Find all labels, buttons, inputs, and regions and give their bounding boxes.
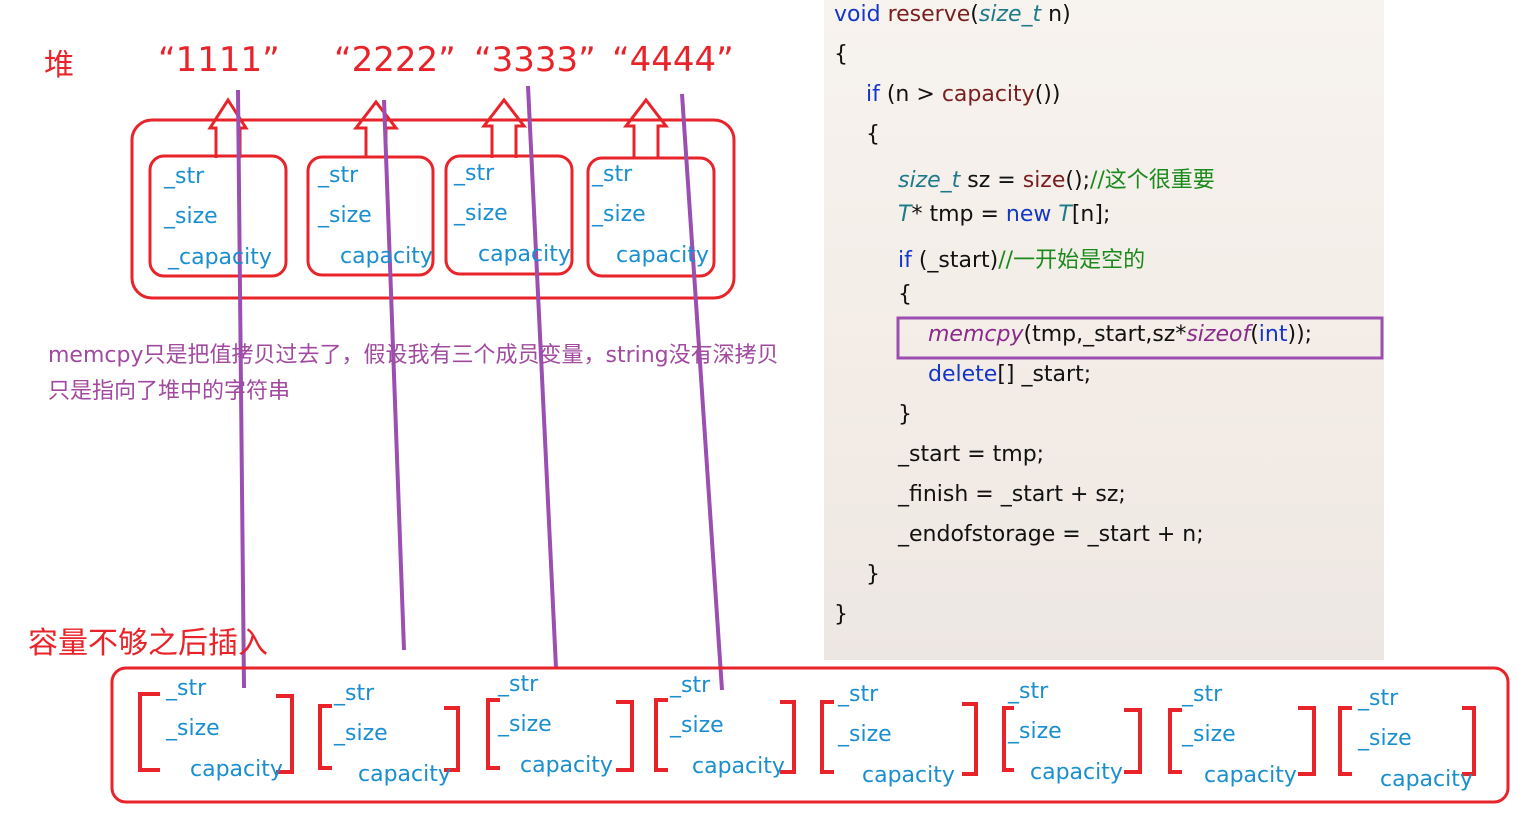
old-object-box bbox=[586, 156, 716, 278]
code-line: _start = tmp; bbox=[898, 442, 1045, 467]
pointer-line bbox=[236, 89, 246, 689]
new-object-bracket bbox=[318, 704, 460, 772]
field-str: _str bbox=[592, 162, 633, 187]
up-arrow bbox=[480, 97, 528, 158]
new-container bbox=[110, 666, 1510, 804]
new-object-bracket bbox=[1002, 706, 1142, 774]
field-capacity: capacity bbox=[520, 753, 613, 778]
heap-string: “4444” bbox=[612, 40, 734, 80]
field-capacity: capacity bbox=[862, 763, 955, 788]
heap-container bbox=[130, 118, 736, 300]
code-line-memcpy: memcpy(tmp,_start,sz*sizeof(int)); bbox=[928, 322, 1313, 347]
code-line: } bbox=[834, 602, 848, 627]
code-line-if-start: if (_start)//一开始是空的 bbox=[898, 248, 1146, 273]
code-panel bbox=[824, 0, 1384, 660]
new-object-brackets bbox=[138, 692, 1476, 776]
code-line-size: size_t sz = size();//这个很重要 bbox=[898, 168, 1215, 193]
insert-label: 容量不够之后插入 bbox=[28, 626, 268, 661]
field-size: _size bbox=[164, 204, 218, 229]
heap-label: 堆 bbox=[44, 48, 74, 83]
memcpy-highlight-box bbox=[896, 316, 1384, 360]
heap-string: “1111” bbox=[158, 40, 280, 80]
memcpy-note: memcpy只是把值拷贝过去了，假设我有三个成员变量，string没有深拷贝 只… bbox=[48, 343, 779, 404]
field-size: _size bbox=[498, 712, 552, 737]
field-capacity: capacity bbox=[190, 757, 283, 782]
field-str: _str bbox=[318, 163, 359, 188]
field-capacity: capacity bbox=[616, 243, 709, 268]
code-line: { bbox=[866, 122, 880, 147]
field-size: _size bbox=[318, 203, 372, 228]
new-object-bracket bbox=[1338, 706, 1476, 776]
pointer-line bbox=[526, 85, 558, 669]
field-size: _size bbox=[334, 721, 388, 746]
field-size: _size bbox=[670, 713, 724, 738]
up-arrow bbox=[207, 97, 249, 158]
old-object-box bbox=[444, 154, 574, 276]
code-line-if: if (n > capacity()) bbox=[866, 82, 1061, 107]
code-line: } bbox=[866, 562, 880, 587]
code-line: } bbox=[898, 402, 912, 427]
up-arrows bbox=[207, 97, 670, 158]
pointer-line bbox=[382, 99, 406, 651]
field-capacity: capacity bbox=[340, 244, 433, 269]
code-line-signature: void reserve(size_t n) bbox=[834, 2, 1071, 27]
field-str: _str bbox=[1008, 679, 1049, 704]
new-object-bracket bbox=[486, 698, 634, 772]
field-size: _size bbox=[166, 716, 220, 741]
field-str: _str bbox=[838, 682, 879, 707]
heap-string: “3333” bbox=[474, 40, 596, 80]
field-size: _size bbox=[1182, 722, 1236, 747]
code-line: { bbox=[898, 282, 912, 307]
up-arrow bbox=[352, 99, 400, 158]
new-object-bracket bbox=[1168, 706, 1316, 776]
heap-string: “2222” bbox=[334, 40, 456, 80]
field-str: _str bbox=[1182, 682, 1223, 707]
code-line: { bbox=[834, 42, 848, 67]
field-size: _size bbox=[838, 722, 892, 747]
field-str: _str bbox=[670, 673, 711, 698]
up-arrow bbox=[622, 97, 670, 158]
field-capacity: capacity bbox=[1380, 767, 1473, 792]
new-object-bracket bbox=[138, 692, 294, 774]
old-object-box bbox=[306, 155, 435, 277]
field-str: _str bbox=[164, 164, 205, 189]
old-object-box bbox=[148, 154, 288, 278]
field-capacity: capacity bbox=[1030, 760, 1123, 785]
field-str: _str bbox=[166, 676, 207, 701]
field-size: _size bbox=[1008, 719, 1062, 744]
field-capacity: capacity bbox=[1204, 763, 1297, 788]
new-object-bracket bbox=[820, 700, 978, 776]
code-line-new: T* tmp = new T[n]; bbox=[898, 202, 1111, 227]
field-str: _str bbox=[334, 681, 375, 706]
field-capacity: capacity bbox=[692, 754, 785, 779]
field-str: _str bbox=[498, 672, 539, 697]
code-line-delete: delete[] _start; bbox=[928, 362, 1092, 387]
field-str: _str bbox=[1358, 686, 1399, 711]
field-size: _size bbox=[1358, 726, 1412, 751]
code-line: _endofstorage = _start + n; bbox=[898, 522, 1204, 547]
code-line: _finish = _start + sz; bbox=[898, 482, 1126, 507]
pointer-line bbox=[680, 93, 724, 691]
field-capacity: capacity bbox=[358, 762, 451, 787]
field-capacity: _capacity bbox=[168, 245, 272, 270]
field-size: _size bbox=[592, 202, 646, 227]
field-str: _str bbox=[454, 161, 495, 186]
new-object-bracket bbox=[654, 698, 796, 774]
field-capacity: capacity bbox=[478, 242, 571, 267]
pointer-lines bbox=[236, 85, 724, 691]
field-size: _size bbox=[454, 201, 508, 226]
